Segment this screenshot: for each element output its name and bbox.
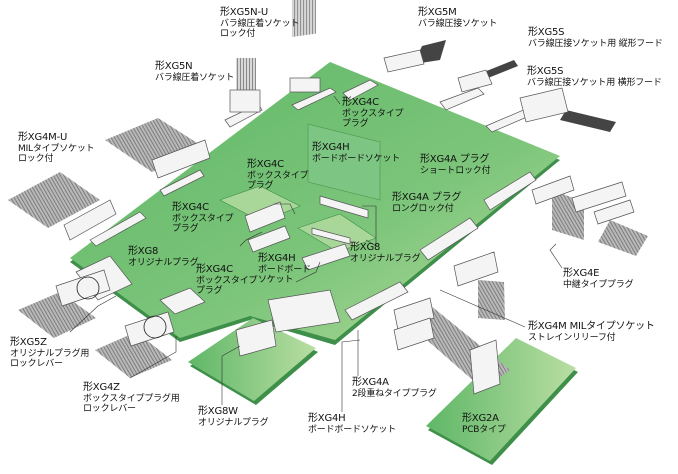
label-xg4h-top: 形XG4H ボードボードソケット — [312, 142, 401, 164]
label-xg4h-bottom: 形XG4H ボードボードソケット — [308, 413, 397, 435]
label-xg5s-vertical: 形XG5S バラ線圧接ソケット用 縦形フード — [528, 27, 663, 49]
wire-bundles — [236, 0, 616, 132]
label-xg4c-left: 形XG4C ボックスタイプ プラグ — [172, 202, 234, 234]
lock-lever-circle-xg5z — [76, 276, 100, 300]
label-xg5s-horizontal: 形XG5S バラ線圧接ソケット用 横形フード — [527, 66, 662, 88]
xg4h-vertical-board — [307, 123, 381, 201]
label-xg5z: 形XG5Z オリジナルプラグ用 ロックレバー — [10, 337, 90, 369]
main-pcb-board — [70, 62, 560, 345]
label-xg4c-top: 形XG4C ボックスタイプ プラグ — [342, 97, 404, 129]
label-xg5n-u: 形XG5N-U バラ線圧着ソケット ロック付 — [220, 7, 300, 39]
label-xg5m: 形XG5M バラ線圧接ソケット — [418, 7, 498, 29]
leader-lines — [69, 95, 563, 412]
label-xg4m-mil: 形XG4M MILタイプソケット ストレインリリーフ付 — [528, 321, 655, 343]
label-xg8-left: 形XG8 オリジナルプラグ — [128, 246, 199, 268]
label-xg4m-u: 形XG4M-U MILタイプソケット ロック付 — [18, 132, 95, 164]
label-xg4h-center: 形XG4H ボードボード ソケット — [258, 253, 311, 285]
label-xg8-center: 形XG8 オリジナルプラグ — [350, 242, 421, 264]
label-xg4a-short: 形XG4A プラグ ショートロック付 — [420, 154, 491, 176]
xg2a-board — [426, 338, 578, 465]
label-xg4c-center: 形XG4C ボックスタイプ プラグ — [247, 159, 309, 191]
label-xg5n: 形XG5N バラ線圧着ソケット — [155, 61, 235, 83]
label-xg4a-long: 形XG4A プラグ ロングロック付 — [392, 192, 462, 214]
label-xg4e: 形XG4E 中継タイププラグ — [563, 268, 634, 290]
cable-connectors — [55, 49, 635, 395]
label-xg4z: 形XG4Z ボックスタイププラグ用 ロックレバー — [83, 382, 180, 414]
label-xg4a-stack: 形XG4A 2段重ねタイププラグ — [352, 377, 437, 399]
label-xg4c-bottom: 形XG4C ボックスタイプ プラグ — [196, 264, 258, 296]
lock-lever-circle-xg4z — [143, 315, 167, 339]
label-xg8w: 形XG8W オリジナルプラグ — [198, 406, 269, 428]
label-xg2a: 形XG2A PCBタイプ — [462, 413, 506, 435]
